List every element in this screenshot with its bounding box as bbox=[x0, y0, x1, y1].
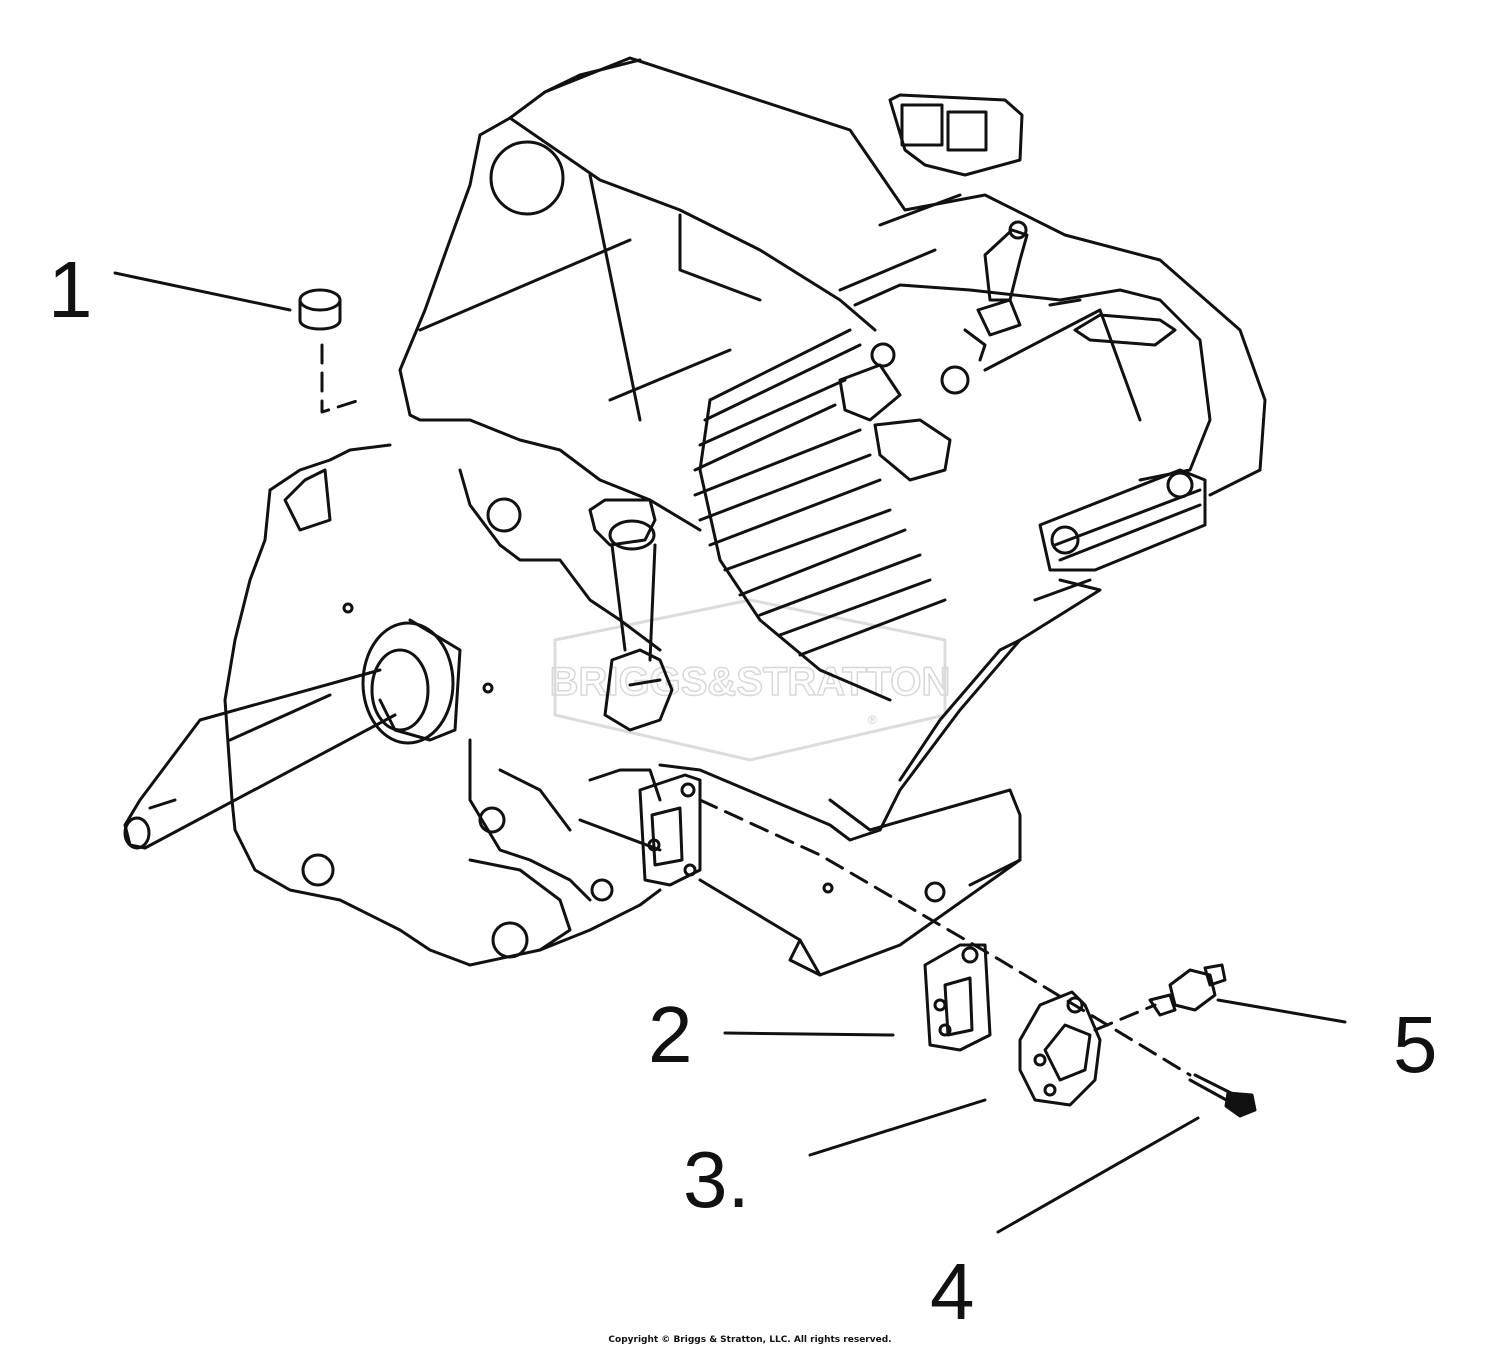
callout-5: 5 bbox=[1393, 1000, 1438, 1089]
crankcase-cover bbox=[223, 413, 702, 967]
leader-line-1 bbox=[113, 271, 292, 312]
part-4-screw bbox=[996, 1073, 1257, 1234]
part-1-plug bbox=[113, 271, 362, 414]
leader-line-4 bbox=[996, 1116, 1200, 1234]
callout-4: 4 bbox=[930, 1247, 975, 1336]
crankshaft bbox=[123, 621, 455, 850]
leader-line-2 bbox=[723, 1031, 895, 1037]
watermark-registered-mark: ® bbox=[868, 713, 877, 727]
callout-1: 1 bbox=[48, 245, 93, 334]
installed-oil-filter-adapter bbox=[638, 773, 702, 887]
assembly-lines bbox=[698, 798, 1192, 1077]
part-2-gasket bbox=[723, 943, 992, 1052]
part-3-adapter bbox=[808, 990, 1102, 1157]
engine-block bbox=[398, 56, 1267, 497]
leader-line-5 bbox=[1216, 998, 1347, 1024]
leader-line-3 bbox=[808, 1098, 987, 1157]
oil-fill-tube bbox=[588, 498, 674, 732]
part-5-fitting bbox=[1148, 963, 1347, 1024]
copyright-notice: Copyright © Briggs & Stratton, LLC. All … bbox=[608, 1335, 892, 1345]
mount-hole bbox=[489, 140, 565, 216]
cylinder-head bbox=[693, 220, 1212, 702]
drain-hole bbox=[924, 881, 946, 903]
callout-3: 3. bbox=[683, 1135, 750, 1224]
engine-base bbox=[658, 578, 1102, 977]
callout-2: 2 bbox=[648, 990, 693, 1079]
